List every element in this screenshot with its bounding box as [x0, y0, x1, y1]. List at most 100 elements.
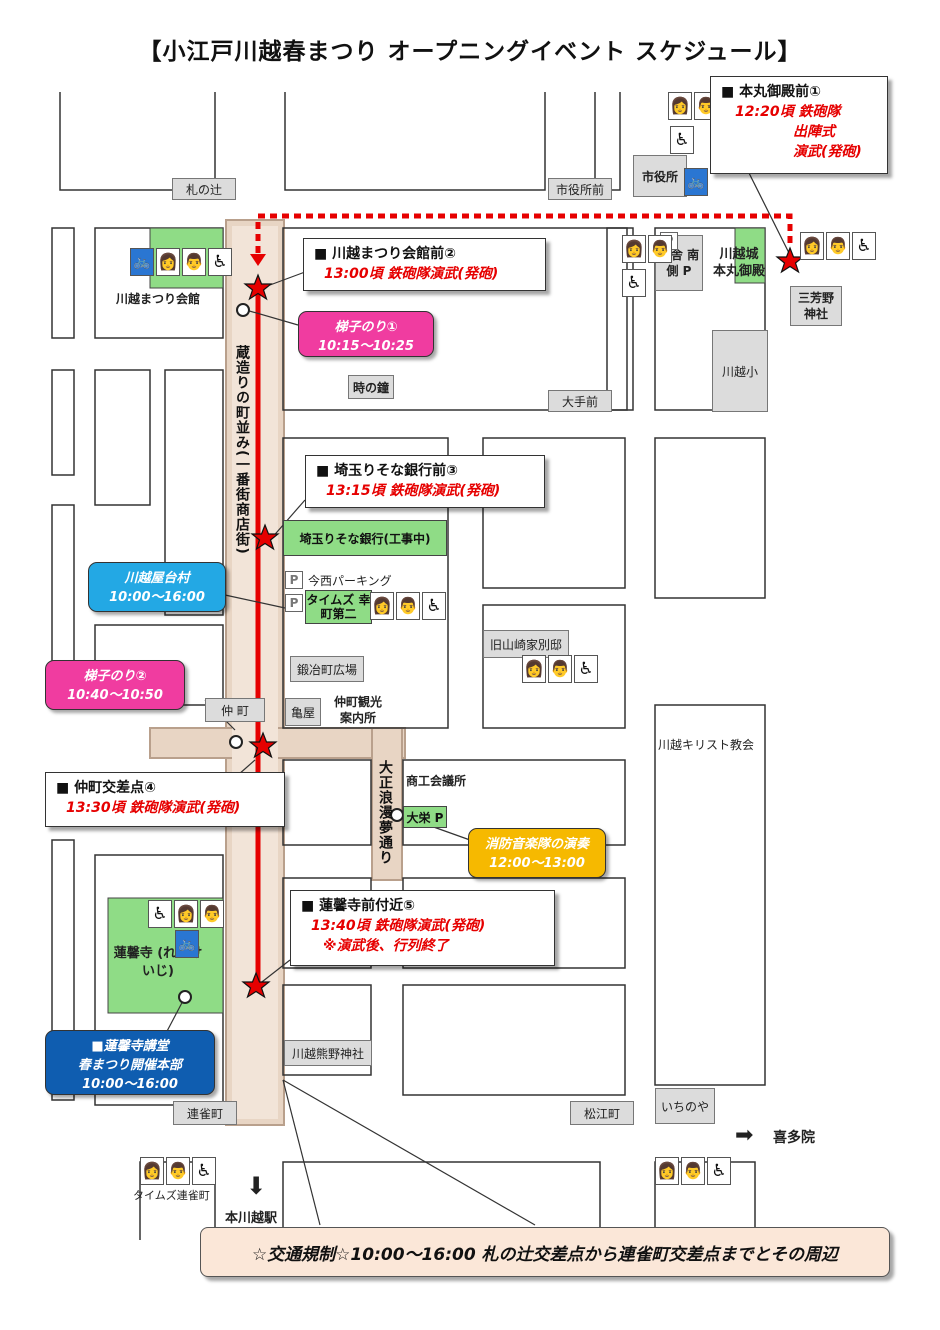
facility-icons-times: 👩 👨 ♿ [370, 592, 446, 620]
event-shobo: 消防音楽隊の演奏 12:00～13:00 [468, 828, 606, 878]
marker-honbu [178, 990, 192, 1004]
woman-icon: 👩 [156, 248, 180, 276]
wheelchair-icon: ♿ [208, 248, 232, 276]
building-kawagoe-kumano: 川越熊野神社 [284, 1040, 372, 1066]
star-icon [248, 731, 278, 759]
event-yataimura-time: 10:00～16:00 [109, 590, 205, 605]
building-kajimachi-hiroba: 鍛冶町広場 [290, 656, 364, 682]
woman-icon: 👩 [655, 1157, 679, 1185]
place-kitain: 喜多院 [773, 1130, 815, 1146]
intersection-fuda-no-tsuji: 札の辻 [172, 178, 236, 200]
woman-icon: 👩 [622, 235, 646, 263]
facility-icons-renkeiji-bike: 🚲 [175, 930, 199, 958]
station-3-line-1: 13:15頃 鉄砲隊演武(発砲) [326, 483, 501, 499]
street-taisho-roman: 大正浪漫夢通り [377, 760, 393, 865]
man-icon: 👨 [648, 235, 672, 263]
facility-icons-kaikan: 🚲 👩 👨 ♿ [130, 248, 232, 276]
building-miyoshino: 三芳野 神社 [790, 286, 842, 326]
event-hashigo2-name: 梯子のり② [83, 669, 147, 684]
station-5-line-2: ※演武後、行列終了 [323, 938, 449, 954]
callout-station-3: ■ 埼玉りそな銀行前③ 13:15頃 鉄砲隊演武(発砲) [305, 455, 545, 508]
route-start-arrow [250, 254, 266, 266]
building-shoko-kaigisho: 商工会議所 [406, 774, 467, 788]
event-shobo-name: 消防音楽隊の演奏 [484, 837, 589, 852]
woman-icon: 👩 [174, 900, 198, 928]
wheelchair-icon: ♿ [852, 232, 876, 260]
event-honbu: ■蓮馨寺講堂 春まつり開催本部 10:00～16:00 [45, 1030, 215, 1095]
parking-icon: P [285, 594, 303, 612]
building-kawagoe-kirisuto: 川越キリスト教会 [658, 738, 755, 752]
event-shobo-time: 12:00～13:00 [489, 856, 585, 871]
event-hashigo2: 梯子のり② 10:40～10:50 [45, 660, 185, 710]
bicycle-icon: 🚲 [130, 248, 154, 276]
station-5-line-1: 13:40頃 鉄砲隊演武(発砲) [311, 918, 486, 934]
building-saitama-resona: 埼玉りそな銀行(工事中) [283, 520, 447, 556]
man-icon: 👨 [681, 1157, 705, 1185]
man-icon: 👨 [166, 1157, 190, 1185]
building-kawagoe-honmaru: 川越城 本丸御殿 [712, 247, 765, 279]
building-ichinoya: いちのや [655, 1088, 715, 1124]
callout-station-1: ■ 本丸御殿前① 12:20頃 鉄砲隊 出陣式 演武(発砲) [710, 76, 888, 174]
station-1-line-3: 演武(発砲) [793, 144, 862, 160]
facility-icons-times-renjaku: 👩 👨 ♿ [140, 1157, 216, 1185]
callout-station-4: ■ 仲町交差点④ 13:30頃 鉄砲隊演武(発砲) [45, 772, 285, 827]
man-icon: 👨 [200, 900, 224, 928]
woman-icon: 👩 [370, 592, 394, 620]
station-4-line-1: 13:30頃 鉄砲隊演武(発砲) [66, 800, 241, 816]
man-icon: 👨 [548, 655, 572, 683]
event-hashigo1: 梯子のり① 10:15～10:25 [298, 311, 434, 357]
marker-hashigo1 [236, 303, 250, 317]
wheelchair-icon: ♿ [707, 1157, 731, 1185]
callout-station-5: ■ 蓮馨寺前付近⑤ 13:40頃 鉄砲隊演武(発砲) ※演武後、行列終了 [290, 890, 555, 966]
man-icon: 👨 [396, 592, 420, 620]
intersection-ote-mae: 大手前 [548, 390, 612, 412]
event-hashigo2-time: 10:40～10:50 [67, 688, 163, 703]
star-icon [250, 523, 280, 551]
arrow-icon: ⬇ [246, 1172, 267, 1200]
event-honbu-name1: ■蓮馨寺講堂 [91, 1039, 169, 1054]
woman-icon: 👩 [522, 655, 546, 683]
building-kawagoe-sho: 川越小 [712, 330, 768, 412]
facility-icons-yamazaki: 👩 👨 ♿ [522, 655, 598, 683]
star-icon [243, 273, 273, 301]
building-nakacho-kanko: 仲町観光 案内所 [333, 695, 382, 725]
wheelchair-icon: ♿ [622, 269, 646, 297]
building-times-renjakucho: タイムズ連雀町 [133, 1189, 210, 1202]
facility-icons-shiyakusho-bike: 🚲 [684, 168, 708, 196]
station-4-header: ■ 仲町交差点④ [56, 780, 156, 796]
event-honbu-name2: 春まつり開催本部 [77, 1058, 182, 1073]
building-toki-no-kane: 時の鐘 [348, 375, 394, 399]
station-1-header: ■ 本丸御殿前① [721, 84, 821, 100]
marker-hashigo2 [229, 735, 243, 749]
event-yataimura: 川越屋台村 10:00～16:00 [88, 562, 226, 612]
building-matsuri-kaikan: 川越まつり会館 [116, 292, 201, 306]
building-kameya: 亀屋 [285, 698, 321, 726]
building-times-saiwaicho: タイムズ 幸町第二 [305, 590, 372, 624]
facility-icons-renkeiji: ♿ 👩 👨 [148, 900, 224, 928]
station-3-header: ■ 埼玉りそな銀行前③ [316, 463, 458, 479]
traffic-restriction-notice: ☆交通規制☆10:00～16:00 札の辻交差点から連雀町交差点までとその周辺 [200, 1227, 890, 1277]
wheelchair-icon: ♿ [422, 592, 446, 620]
station-hon-kawagoe: 本川越駅 [225, 1211, 278, 1226]
building-daisho-p: 大栄 P [403, 806, 447, 828]
man-icon: 👨 [826, 232, 850, 260]
building-kyuyamazaki: 旧山崎家別邸 [483, 630, 569, 658]
parking-icon: P [285, 571, 303, 589]
event-yataimura-name: 川越屋台村 [124, 571, 190, 586]
event-honbu-time: 10:00～16:00 [82, 1077, 178, 1092]
facility-icons-honmaru: 👩 👨 ♿ [800, 232, 876, 260]
building-imanishi-parking: 今西パーキング [308, 574, 392, 588]
star-icon [775, 246, 805, 274]
stations-stars [241, 246, 805, 999]
building-shiyakusho: 市役所 [633, 155, 687, 197]
event-hashigo1-name: 梯子のり① [334, 320, 398, 335]
woman-icon: 👩 [800, 232, 824, 260]
woman-icon: 👩 [140, 1157, 164, 1185]
station-2-line-1: 13:00頃 鉄砲隊演武(発砲) [324, 266, 499, 282]
event-hashigo1-time: 10:15～10:25 [318, 339, 414, 354]
station-2-header: ■ 川越まつり会館前② [314, 246, 456, 262]
wheelchair-icon: ♿ [670, 126, 694, 154]
woman-icon: 👩 [668, 92, 692, 120]
man-icon: 👨 [182, 248, 206, 276]
